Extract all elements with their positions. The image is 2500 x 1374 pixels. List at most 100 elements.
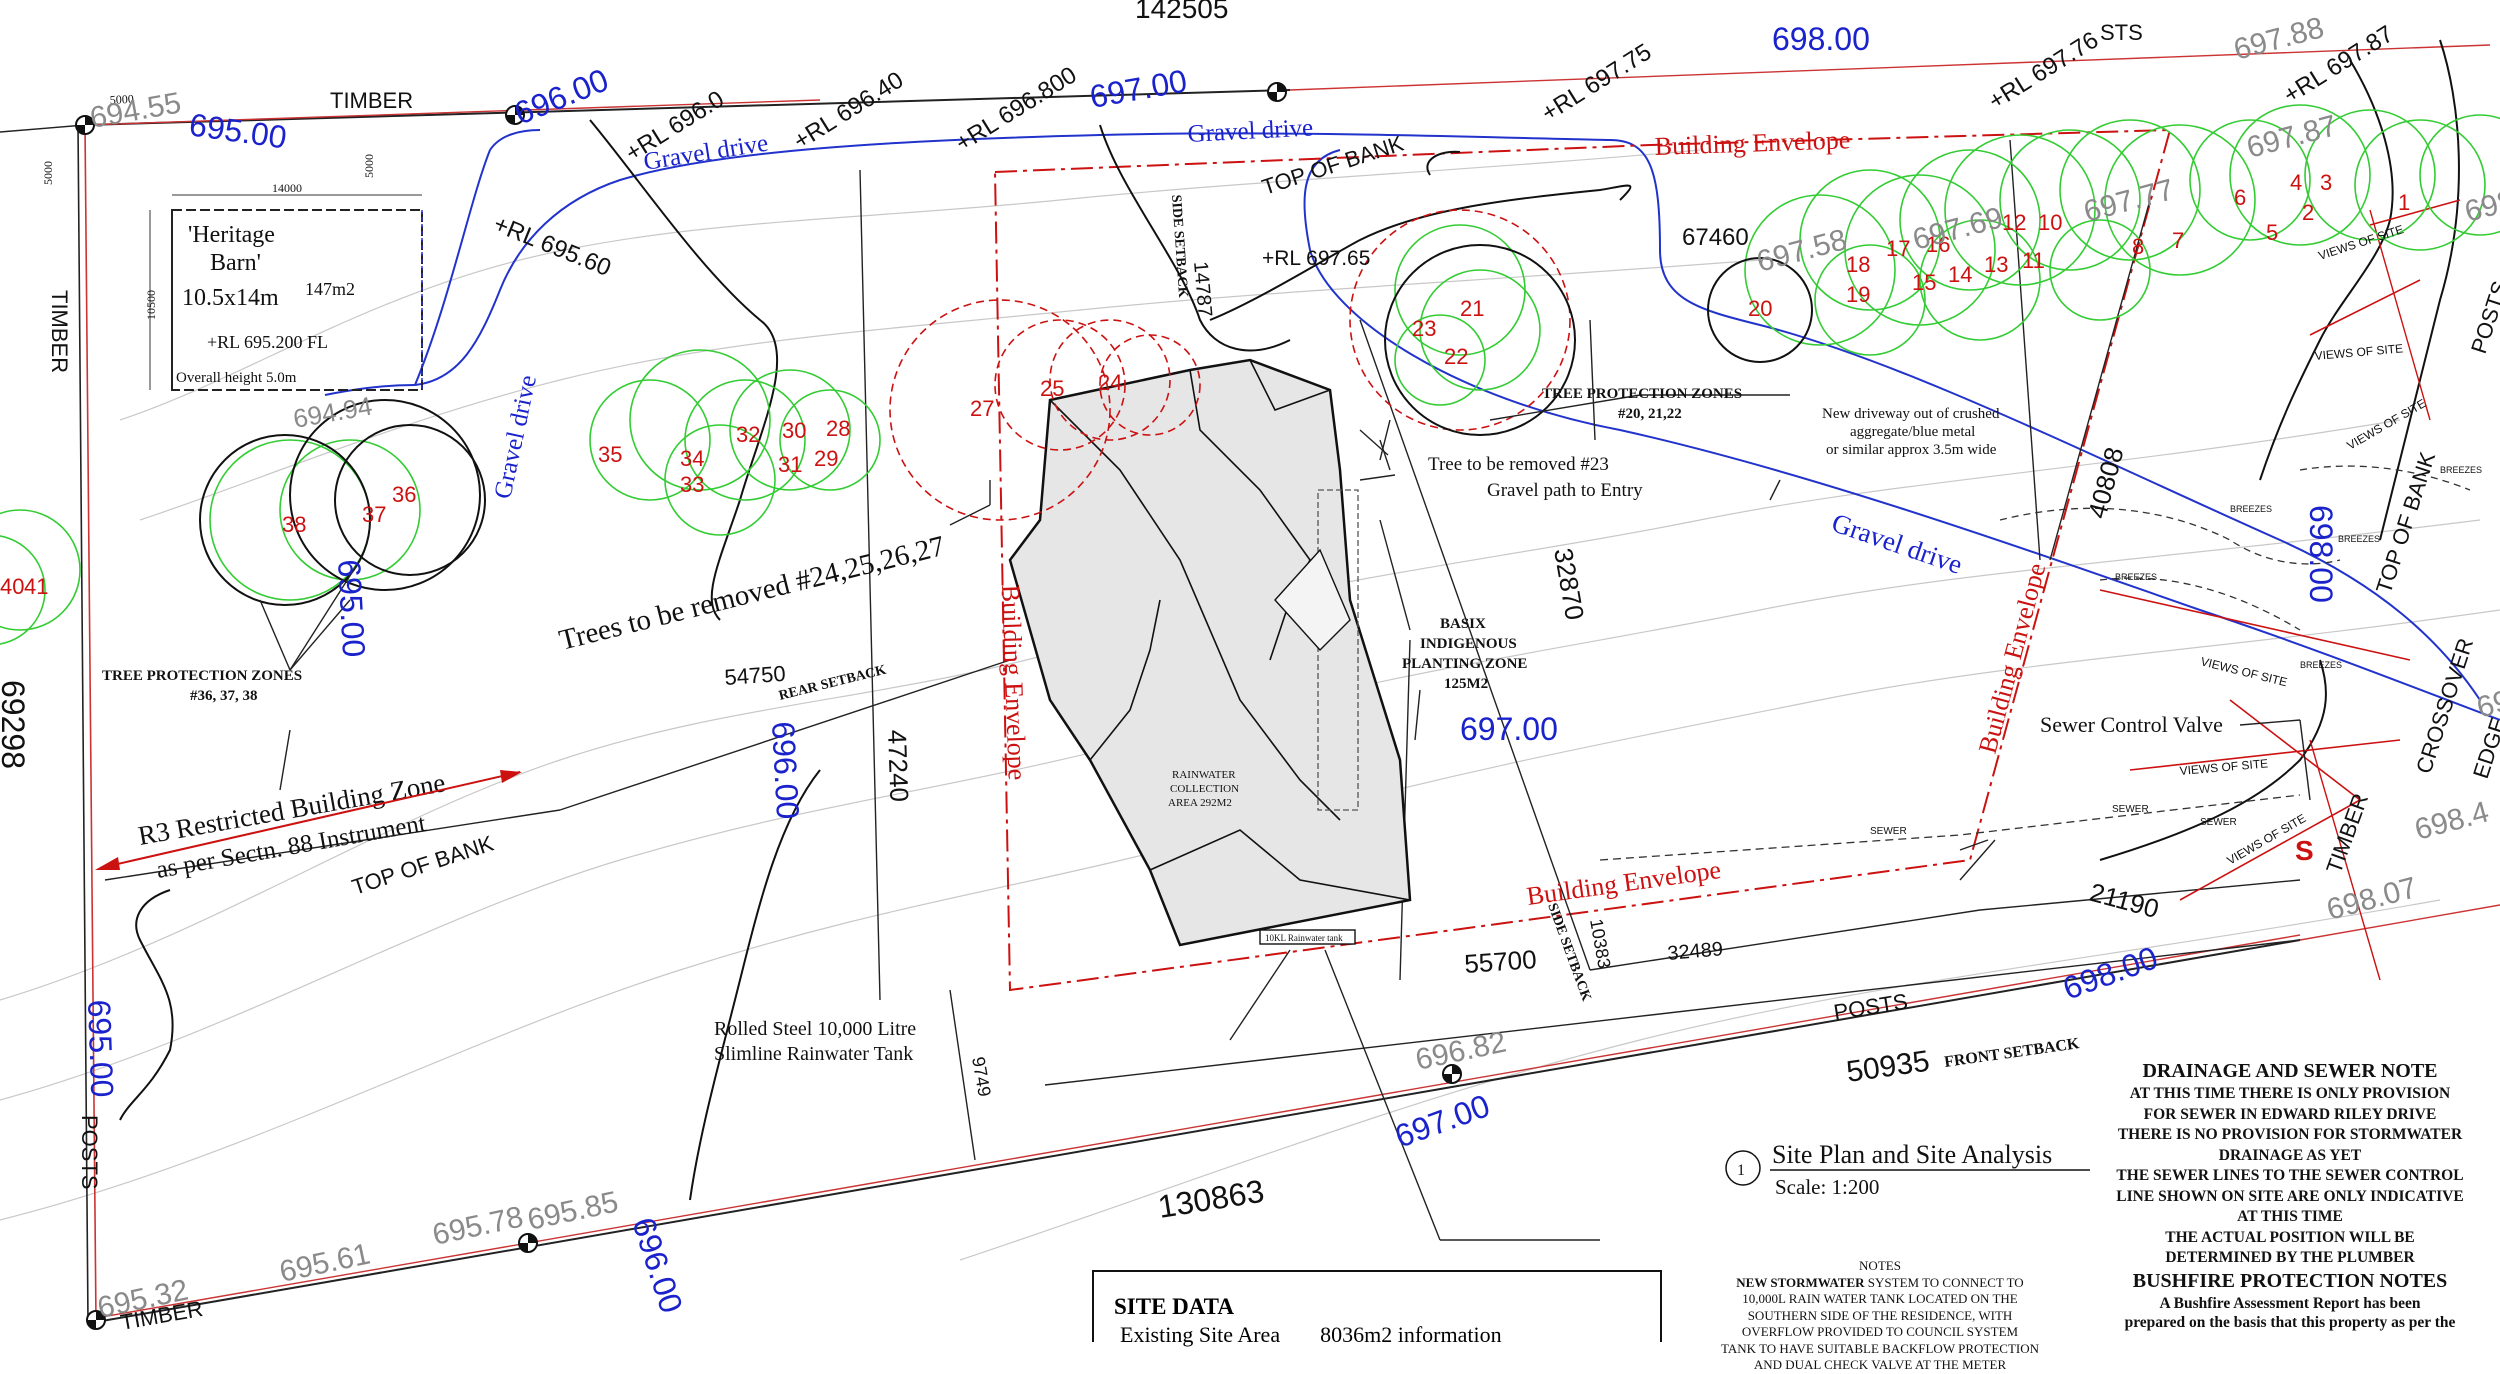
stormwater-notes-lead: NEW STORMWATER	[1736, 1274, 1865, 1290]
tree-number: 27	[970, 396, 994, 421]
label-views-3: VIEWS OF SITE	[2345, 396, 2429, 452]
tree-number: 11	[2022, 248, 2045, 273]
tpz-36-title: TREE PROTECTION ZONES	[102, 668, 302, 684]
spot-69787: 697.87	[2243, 109, 2340, 165]
tree-number: 18	[1846, 252, 1870, 277]
label-sewer-1: SEWER	[1870, 826, 1907, 837]
tree-number: 5	[2266, 220, 2278, 245]
tree-number: 28	[826, 416, 850, 441]
basix-3: PLANTING ZONE	[1402, 656, 1527, 672]
spot-69848: 698.4	[2411, 795, 2492, 846]
label-top-of-bank-3: TOP OF BANK	[2371, 449, 2440, 597]
tree-number: 30	[782, 418, 806, 443]
heritage-barn: 'Heritage Barn' 10.5x14m 147m2 +RL 695.2…	[41, 92, 423, 391]
new-driveway-3: or similar approx 3.5m wide	[1826, 442, 1997, 458]
gravel-drive-lines	[324, 129, 2500, 721]
contour-69800-bottom: 698.00	[2058, 939, 2162, 1006]
site-boundary	[0, 44, 2500, 1323]
tree-number: 15	[1912, 270, 1936, 295]
stormwater-notes-line: SOUTHERN SIDE OF THE RESIDENCE, WITH	[1747, 1307, 2013, 1323]
tree-number: 21	[1460, 296, 1484, 321]
gravel-path-note: Gravel path to Entry	[1487, 480, 1643, 501]
dim-55700: 55700	[1463, 944, 1537, 979]
drawing-title: 1 Site Plan and Site Analysis Scale: 1:2…	[1725, 1140, 2090, 1199]
spot-69758: 697.58	[1753, 223, 1850, 279]
drainage-note-line: THE SEWER LINES TO THE SEWER CONTROL	[2116, 1167, 2464, 1184]
r3-zone-arrow	[95, 770, 522, 870]
barn-dim-depth: 10500	[144, 290, 158, 320]
contour-69700-mid: 697.00	[1460, 711, 1558, 747]
sewer-symbol: S	[2295, 835, 2314, 866]
tree-number: 22	[1444, 344, 1468, 369]
drawing-scale: Scale: 1:200	[1775, 1175, 1879, 1199]
drainage-note-line: DETERMINED BY THE PLUMBER	[2165, 1249, 2415, 1266]
barn-dim-width: 14000	[272, 181, 302, 195]
plan-left-dimension: 69298	[0, 680, 31, 769]
label-front-setback: FRONT SETBACK	[1943, 1035, 2081, 1071]
trees-removed-note: Trees to be removed #24,25,26,27	[556, 530, 948, 657]
tree-removed-23-note: Tree to be removed #23	[1428, 454, 1609, 475]
tank-note-2: Slimline Rainwater Tank	[714, 1043, 913, 1065]
label-posts-bottom: POSTS	[1832, 989, 1910, 1025]
spot-698-right: 698	[2461, 184, 2500, 229]
rainwater-area-3: AREA 292M2	[1168, 797, 1232, 809]
tree-number: 6	[2234, 185, 2246, 210]
site-data-heading: SITE DATA	[1114, 1294, 1234, 1319]
label-building-envelope-3: Building Envelope	[996, 584, 1032, 781]
drainage-note-line: DRAINAGE AS YET	[2218, 1146, 2362, 1164]
tree-number: 34	[680, 446, 704, 471]
tpz-36-trees: #36, 37, 38	[190, 688, 258, 704]
stormwater-notes-line: NEW STORMWATER SYSTEM TO CONNECT TO	[1700, 1275, 2060, 1292]
tree-number: 37	[362, 502, 386, 527]
dim-21190: 21190	[2086, 877, 2162, 924]
tree-number: 4	[2290, 170, 2302, 195]
survey-peg	[518, 1233, 538, 1253]
rl-69775: +RL 697.75	[1537, 39, 1656, 128]
drawing-number: 1	[1737, 1162, 1745, 1179]
tpz-20-trees: #20, 21,22	[1618, 406, 1682, 422]
survey-peg	[1442, 1064, 1462, 1084]
stormwater-notes-line: AND DUAL CHECK VALVE AT THE METER	[1753, 1357, 2007, 1372]
tree-number: 41	[24, 574, 48, 599]
site-plan-drawing: 'Heritage Barn' 10.5x14m 147m2 +RL 695.2…	[0, 0, 2500, 1335]
site-data-label: Existing Site Area	[1120, 1322, 1281, 1347]
label-breezes-3: BREEZES	[2440, 465, 2482, 475]
dim-32870: 32870	[1548, 546, 1590, 622]
barn-rl: +RL 695.200 FL	[207, 332, 328, 352]
bushfire-note: BUSHFIRE PROTECTION NOTES A Bushfire Ass…	[2080, 1268, 2500, 1332]
stormwater-notes-rest: SYSTEM TO CONNECT TO	[1864, 1274, 2024, 1290]
contour-69600-top: 696.00	[509, 61, 613, 131]
label-views-5: VIEWS OF SITE	[2179, 756, 2269, 778]
stormwater-notes-title: NOTES	[1859, 1258, 1901, 1273]
label-breezes-4: BREEZES	[2300, 660, 2342, 670]
label-views-2: VIEWS OF SITE	[2314, 341, 2404, 363]
tree-number: 35	[598, 442, 622, 467]
tree-protection-zones	[199, 244, 1813, 606]
dimension-lines	[104, 139, 2301, 1161]
tree-number: 38	[282, 512, 306, 537]
drainage-note-line: FOR SEWER IN EDWARD RILEY DRIVE	[2143, 1105, 2437, 1123]
tank-label: 10KL Rainwater tank	[1265, 933, 1343, 943]
drainage-note-line: THE ACTUAL POSITION WILL BE	[2165, 1228, 2415, 1246]
new-driveway-2: aggregate/blue metal	[1850, 424, 1975, 440]
tree-number: 1	[2398, 190, 2410, 215]
dim-67460: 67460	[1682, 224, 1749, 251]
spot-69777: 697.77	[2080, 173, 2177, 229]
bushfire-note-title: BUSHFIRE PROTECTION NOTES	[2132, 1270, 2448, 1292]
label-posts-left: POSTS	[77, 1115, 102, 1190]
bushfire-note-line: prepared on the basis that this property…	[2124, 1314, 2456, 1331]
label-sts: STS	[2100, 20, 2143, 45]
drawing-title-text: Site Plan and Site Analysis	[1772, 1140, 2052, 1169]
top-of-bank-lines	[119, 39, 2460, 1201]
tree-number: 19	[1846, 282, 1870, 307]
label-sewer-3: SEWER	[2200, 817, 2237, 828]
stormwater-notes-line: 10,000L RAIN WATER TANK LOCATED ON THE	[1742, 1291, 2018, 1306]
rl-696800: +RL 696.800	[951, 61, 1082, 157]
label-building-envelope-1: Building Envelope	[1654, 125, 1851, 161]
tree-number: 13	[1984, 252, 2008, 277]
barn-name-1: 'Heritage	[188, 222, 275, 248]
label-posts-right: POSTS	[2466, 278, 2500, 357]
barn-size: 10.5x14m	[182, 285, 279, 311]
